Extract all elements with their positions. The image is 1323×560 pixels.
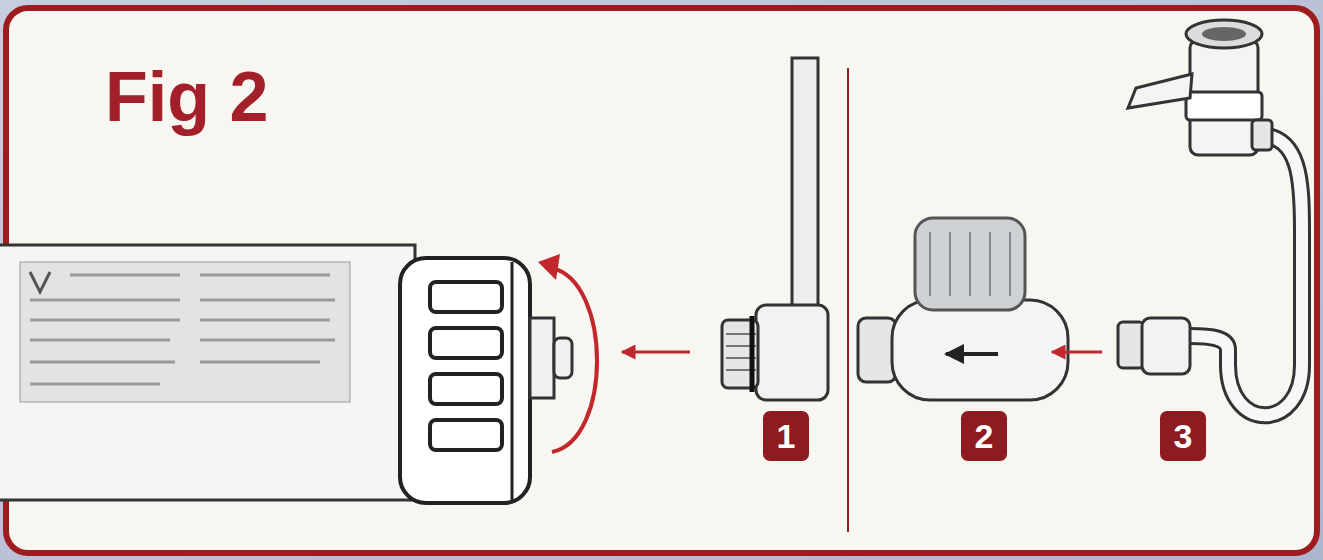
- callout-number: 1: [763, 411, 809, 461]
- cap-ribs: [430, 282, 502, 450]
- cap-rib: [430, 282, 502, 312]
- diverter-outlet: [1252, 120, 1272, 150]
- print-line: [30, 361, 175, 364]
- filter-port-tip: [554, 338, 572, 378]
- thread: [1118, 322, 1144, 368]
- grip-line: [949, 232, 951, 296]
- filter-cap: [400, 258, 530, 503]
- print-line: [30, 339, 170, 342]
- print-line: [200, 274, 330, 277]
- callout-number: 2: [961, 411, 1007, 461]
- sticker-logo: [30, 272, 50, 292]
- filter-housing: [0, 245, 572, 503]
- tube: [792, 58, 818, 313]
- flow-valve: [858, 218, 1068, 400]
- rotation-arrow: [552, 268, 597, 452]
- print-line: [70, 274, 180, 277]
- grip-line: [1009, 232, 1011, 296]
- grip-line: [929, 232, 931, 296]
- direction-arrow: [622, 351, 690, 354]
- o-ring: [750, 316, 755, 392]
- filter-body: [0, 245, 415, 500]
- valve-body: [892, 300, 1068, 400]
- callout-number: 3: [1160, 411, 1206, 461]
- valve-cap: [915, 218, 1025, 310]
- divider: [847, 68, 849, 532]
- filter-sticker: [20, 262, 350, 402]
- hose-elbow: [1142, 318, 1190, 374]
- diverter-thread: [1186, 20, 1262, 48]
- cap-rib: [430, 420, 502, 450]
- diverter-bore: [1202, 27, 1246, 41]
- diverter-lever: [1128, 74, 1192, 108]
- cap-edge: [511, 262, 514, 500]
- diverter-assembly: [1118, 20, 1302, 415]
- cap-grip: [930, 232, 1010, 296]
- rotation-arrowhead: [538, 254, 560, 280]
- print-line: [30, 319, 180, 322]
- sticker-print: [30, 275, 335, 384]
- cap-rib: [430, 328, 502, 358]
- elbow-body: [756, 305, 828, 400]
- print-line: [200, 361, 320, 364]
- figure-title: Fig 2: [105, 62, 268, 132]
- print-line: [200, 339, 335, 342]
- hose-outline: [1190, 135, 1302, 415]
- cap-rib: [430, 374, 502, 404]
- print-line: [30, 299, 180, 302]
- print-line: [200, 299, 335, 302]
- grip-line: [969, 232, 971, 296]
- elbow-fitting: [722, 58, 828, 400]
- print-line: [30, 383, 160, 386]
- hose: [1190, 135, 1302, 415]
- thread: [858, 318, 896, 382]
- filter-port: [530, 318, 554, 398]
- grip-line: [989, 232, 991, 296]
- diverter-clamp: [1186, 92, 1262, 120]
- print-line: [200, 319, 330, 322]
- direction-arrow: [1052, 351, 1102, 354]
- flow-arrow: [946, 352, 998, 356]
